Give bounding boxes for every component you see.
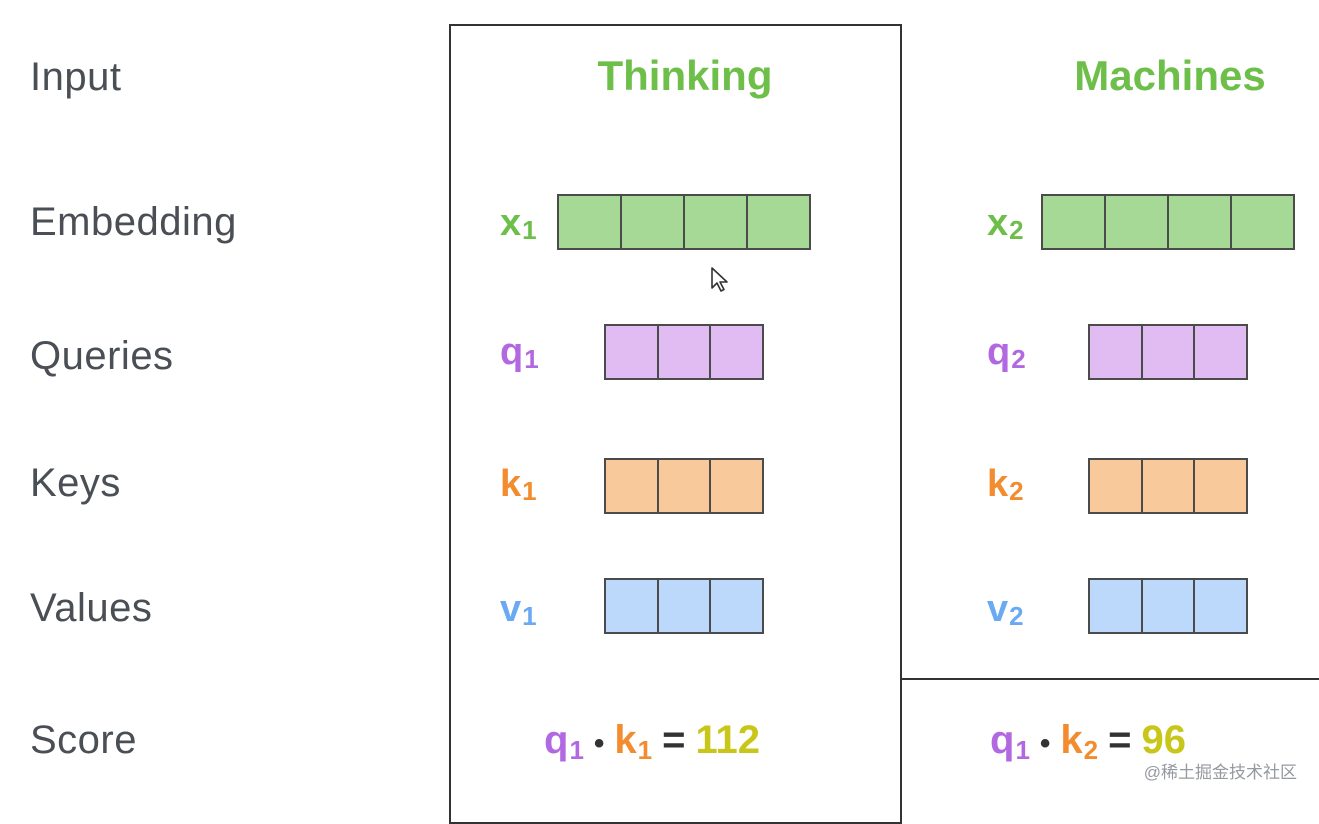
embedding-vector-x2 (1041, 194, 1295, 250)
key-symbol-k2: k2 (987, 463, 1024, 506)
token-word-machines: Machines (1074, 52, 1266, 99)
token-word-thinking: Thinking (597, 52, 773, 99)
row-label-values: Values (30, 586, 153, 630)
key-symbol-k1: k1 (500, 463, 537, 506)
token-frame-thinking (449, 24, 902, 824)
query-vector-q2 (1088, 324, 1248, 380)
row-label-keys: Keys (30, 461, 121, 505)
embedding-symbol-x2: x2 (987, 202, 1024, 245)
embedding-vector-x1 (557, 194, 811, 250)
query-symbol-q2: q2 (987, 331, 1026, 374)
value-vector-v1 (604, 578, 764, 634)
row-label-score: Score (30, 718, 137, 762)
row-label-input: Input (30, 55, 122, 99)
value-symbol-v2: v2 (987, 588, 1024, 631)
embedding-symbol-x1: x1 (500, 202, 537, 245)
query-vector-q1 (604, 324, 764, 380)
query-symbol-q1: q1 (500, 331, 539, 374)
value-symbol-v1: v1 (500, 588, 537, 631)
mouse-cursor-icon (711, 267, 728, 292)
score-machines: q1•k2=96 (990, 718, 1186, 765)
key-vector-k2 (1088, 458, 1248, 514)
row-label-queries: Queries (30, 334, 174, 378)
score-thinking: q1•k1=112 (544, 718, 761, 765)
row-label-embedding: Embedding (30, 200, 237, 244)
watermark: @稀土掘金技术社区 (1143, 763, 1297, 782)
key-vector-k1 (604, 458, 764, 514)
value-vector-v2 (1088, 578, 1248, 634)
token-frame-machines (900, 24, 1319, 680)
